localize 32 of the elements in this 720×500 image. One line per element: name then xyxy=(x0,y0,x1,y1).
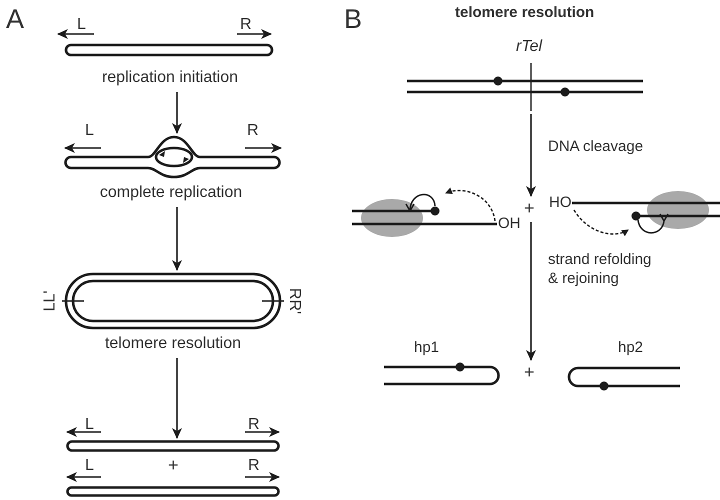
strand-end-label: L xyxy=(77,16,86,34)
strand-end-label: RR' xyxy=(285,288,304,314)
plus-sign: + xyxy=(524,198,535,218)
flow-arrow xyxy=(526,222,536,361)
panel-label: A xyxy=(6,4,24,34)
flow-arrow xyxy=(172,358,182,439)
strand-end-label: LL' xyxy=(41,290,60,312)
dna-duplex-drawing xyxy=(405,62,645,112)
step-caption: telomere resolution xyxy=(104,334,242,353)
step-caption: complete replication xyxy=(100,183,242,202)
flow-arrow xyxy=(526,114,536,197)
panel-label: B xyxy=(344,4,362,34)
molecule-label: HO xyxy=(549,194,572,212)
strand-end-label: R xyxy=(240,16,252,34)
plus-sign: + xyxy=(524,362,535,382)
panel-title: telomere resolution xyxy=(455,4,594,22)
strand-end-label: R xyxy=(247,122,259,140)
linear-dna-bar xyxy=(66,486,280,497)
plus-sign: + xyxy=(168,456,179,474)
step-caption: replication initiation xyxy=(102,68,238,87)
molecule-label: OH xyxy=(498,215,520,233)
molecule-label: hp2 xyxy=(618,339,644,357)
strand-end-label: L xyxy=(85,122,94,140)
molecule-label: hp1 xyxy=(414,339,440,357)
linear-dna-bar xyxy=(66,440,280,452)
strand-end-label: L xyxy=(85,457,94,475)
strand-end-label: L xyxy=(85,416,94,434)
flow-arrow xyxy=(172,92,182,134)
flow-arrow xyxy=(172,207,182,271)
site-label: rTel xyxy=(516,38,542,56)
strand-end-label: R xyxy=(248,457,260,475)
strand-end-label: R xyxy=(248,416,260,434)
